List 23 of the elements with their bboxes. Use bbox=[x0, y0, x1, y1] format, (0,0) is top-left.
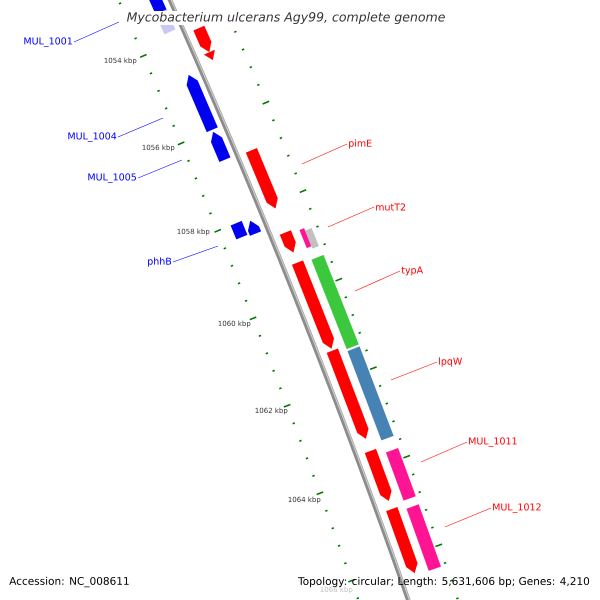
gene-label: pimE bbox=[349, 139, 372, 149]
gene-label: MUL_1004 bbox=[68, 132, 116, 142]
gene-label: phhB bbox=[148, 257, 172, 267]
leader-line bbox=[444, 508, 492, 528]
leader-line bbox=[354, 270, 400, 292]
gene-label: MUL_1012 bbox=[493, 503, 541, 513]
gene-label: lpqW bbox=[439, 357, 462, 367]
gene-label: MUL_1001 bbox=[24, 37, 72, 47]
leader-line bbox=[172, 246, 218, 262]
leader-line bbox=[328, 206, 374, 228]
gene-label: mutT2 bbox=[376, 203, 406, 211]
gene-label: MUL_1005 bbox=[88, 173, 136, 183]
leader-line bbox=[302, 144, 348, 164]
leader-line bbox=[118, 118, 164, 138]
leader-line bbox=[74, 22, 120, 42]
footer-text: Accession: NC_008611 bbox=[9, 576, 129, 588]
gene-label: typA bbox=[401, 266, 424, 276]
footer-text: Topology: circular; Length: 5,631,606 bp; Genes: 4,210 bbox=[298, 576, 590, 588]
leader-line bbox=[420, 442, 468, 462]
leader-line bbox=[390, 362, 438, 380]
leader-line bbox=[138, 160, 182, 178]
gene-label: MUL_1011 bbox=[469, 437, 517, 447]
title: Mycobacterium ulcerans Agy99, complete genome bbox=[126, 12, 445, 24]
